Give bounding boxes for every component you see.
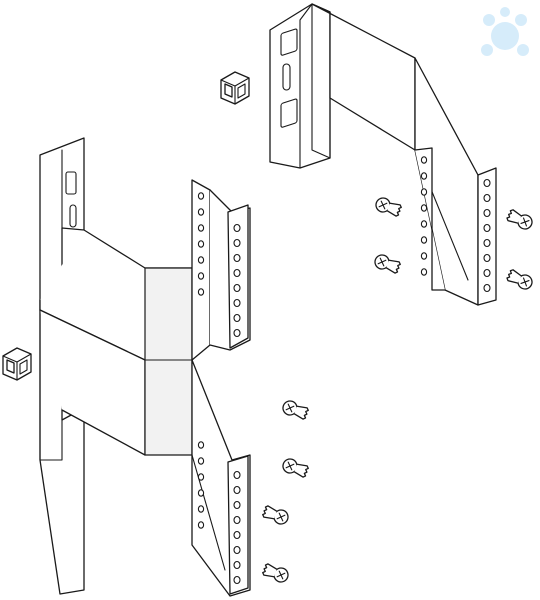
- self-tapping-screw: [505, 267, 535, 292]
- self-tapping-screw: [280, 398, 310, 422]
- mount-slot-oval: [69, 204, 77, 228]
- flange-holes: [420, 156, 491, 293]
- flange-holes: [197, 441, 241, 585]
- self-tapping-screw: [505, 207, 535, 232]
- water-drops-logo-icon: [481, 7, 529, 56]
- cage-nut: [2, 347, 32, 381]
- wall-bracket-lower: [39, 137, 251, 597]
- self-tapping-screw: [261, 561, 291, 585]
- self-tapping-screw: [280, 456, 310, 480]
- self-tapping-screw: [261, 503, 291, 527]
- self-tapping-screw: [373, 195, 403, 219]
- mount-slot: [280, 28, 298, 56]
- mount-slot: [65, 171, 77, 195]
- cage-nut: [220, 71, 250, 105]
- flange-holes: [197, 192, 241, 338]
- wall-bracket-upper: [269, 3, 497, 306]
- self-tapping-screw: [372, 252, 402, 276]
- mount-slot-oval: [282, 63, 291, 91]
- mount-slot: [280, 98, 298, 128]
